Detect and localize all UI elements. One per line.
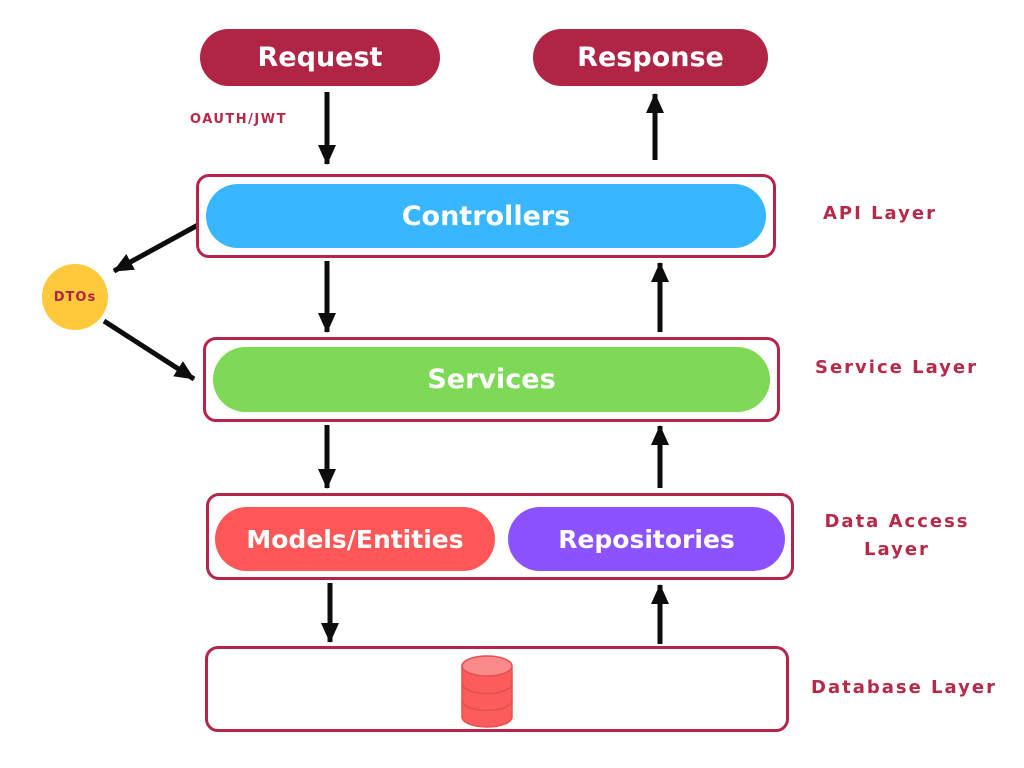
api-layer-label: API Layer	[823, 203, 937, 224]
services-node: Services	[213, 347, 770, 412]
request-label: Request	[257, 42, 383, 73]
repositories-node: Repositories	[508, 507, 785, 571]
response-node: Response	[533, 29, 768, 86]
data-access-layer-label: Data Access Layer	[824, 511, 970, 560]
database-layer-label: Database Layer	[811, 677, 997, 698]
arrow-dtos-to-services	[102, 318, 196, 382]
service-layer-box: Services	[203, 337, 780, 422]
oauth-jwt-annotation: OAUTH/JWT	[190, 112, 287, 127]
data-access-layer-box: Models/Entities Repositories	[206, 493, 794, 580]
dtos-label: DTOs	[53, 289, 97, 305]
services-label: Services	[427, 364, 556, 395]
service-layer-label: Service Layer	[815, 357, 978, 378]
request-node: Request	[200, 29, 440, 86]
controllers-label: Controllers	[401, 200, 571, 232]
dtos-node: DTOs	[42, 264, 108, 330]
database-icon	[461, 655, 513, 728]
response-label: Response	[577, 42, 724, 73]
models-entities-node: Models/Entities	[215, 507, 495, 571]
api-layer-box: Controllers	[196, 174, 776, 258]
controllers-node: Controllers	[206, 184, 766, 248]
models-entities-label: Models/Entities	[246, 524, 464, 554]
repositories-label: Repositories	[558, 524, 735, 554]
arrow-controllers-to-dtos	[112, 222, 200, 274]
